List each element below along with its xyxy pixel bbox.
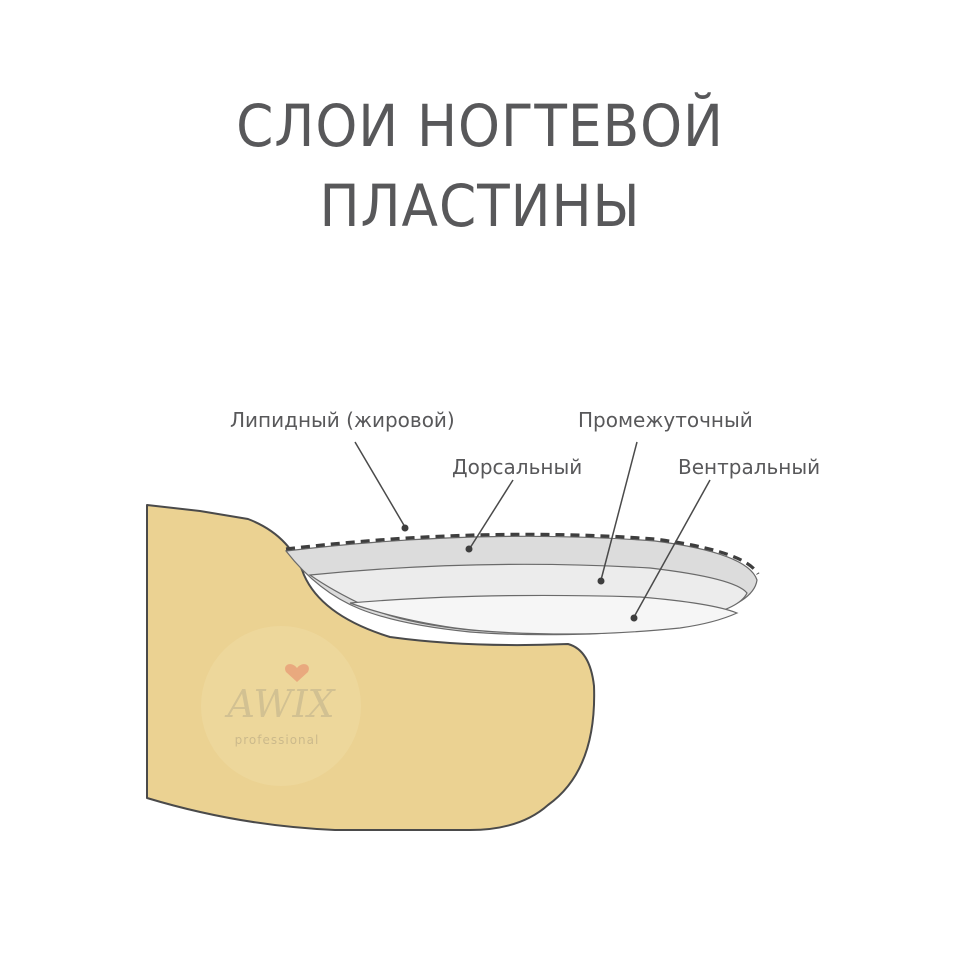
title-line-2: ПЛАСТИНЫ [319, 172, 641, 240]
lipid-layer [285, 532, 760, 575]
heart-icon [285, 664, 309, 682]
leader-line-lipid [354, 441, 406, 528]
label-intermediate-layer: Промежуточный [578, 408, 753, 432]
leader-dot-intermediate [597, 577, 605, 585]
leader-dot-dorsal [465, 545, 473, 553]
label-dorsal-layer: Дорсальный [452, 455, 583, 479]
leader-dot-lipid [401, 524, 409, 532]
label-ventral-layer: Вентральный [678, 455, 821, 479]
label-lipid-layer: Липидный (жировой) [230, 408, 455, 432]
watermark-logo: AWIX professional [201, 626, 361, 786]
watermark-brand: AWIX [224, 682, 336, 726]
ventral-layer [349, 594, 739, 635]
leader-line-dorsal [469, 479, 514, 549]
title-line-1: СЛОИ НОГТЕВОЙ [236, 92, 724, 160]
leader-dot-ventral [630, 614, 638, 622]
leader-line-intermediate [600, 441, 638, 581]
page-title: СЛОИ НОГТЕВОЙ ПЛАСТИНЫ [38, 86, 921, 246]
watermark-subtitle: professional [235, 733, 320, 747]
finger-shape [146, 504, 596, 831]
leader-line-ventral [633, 479, 711, 618]
